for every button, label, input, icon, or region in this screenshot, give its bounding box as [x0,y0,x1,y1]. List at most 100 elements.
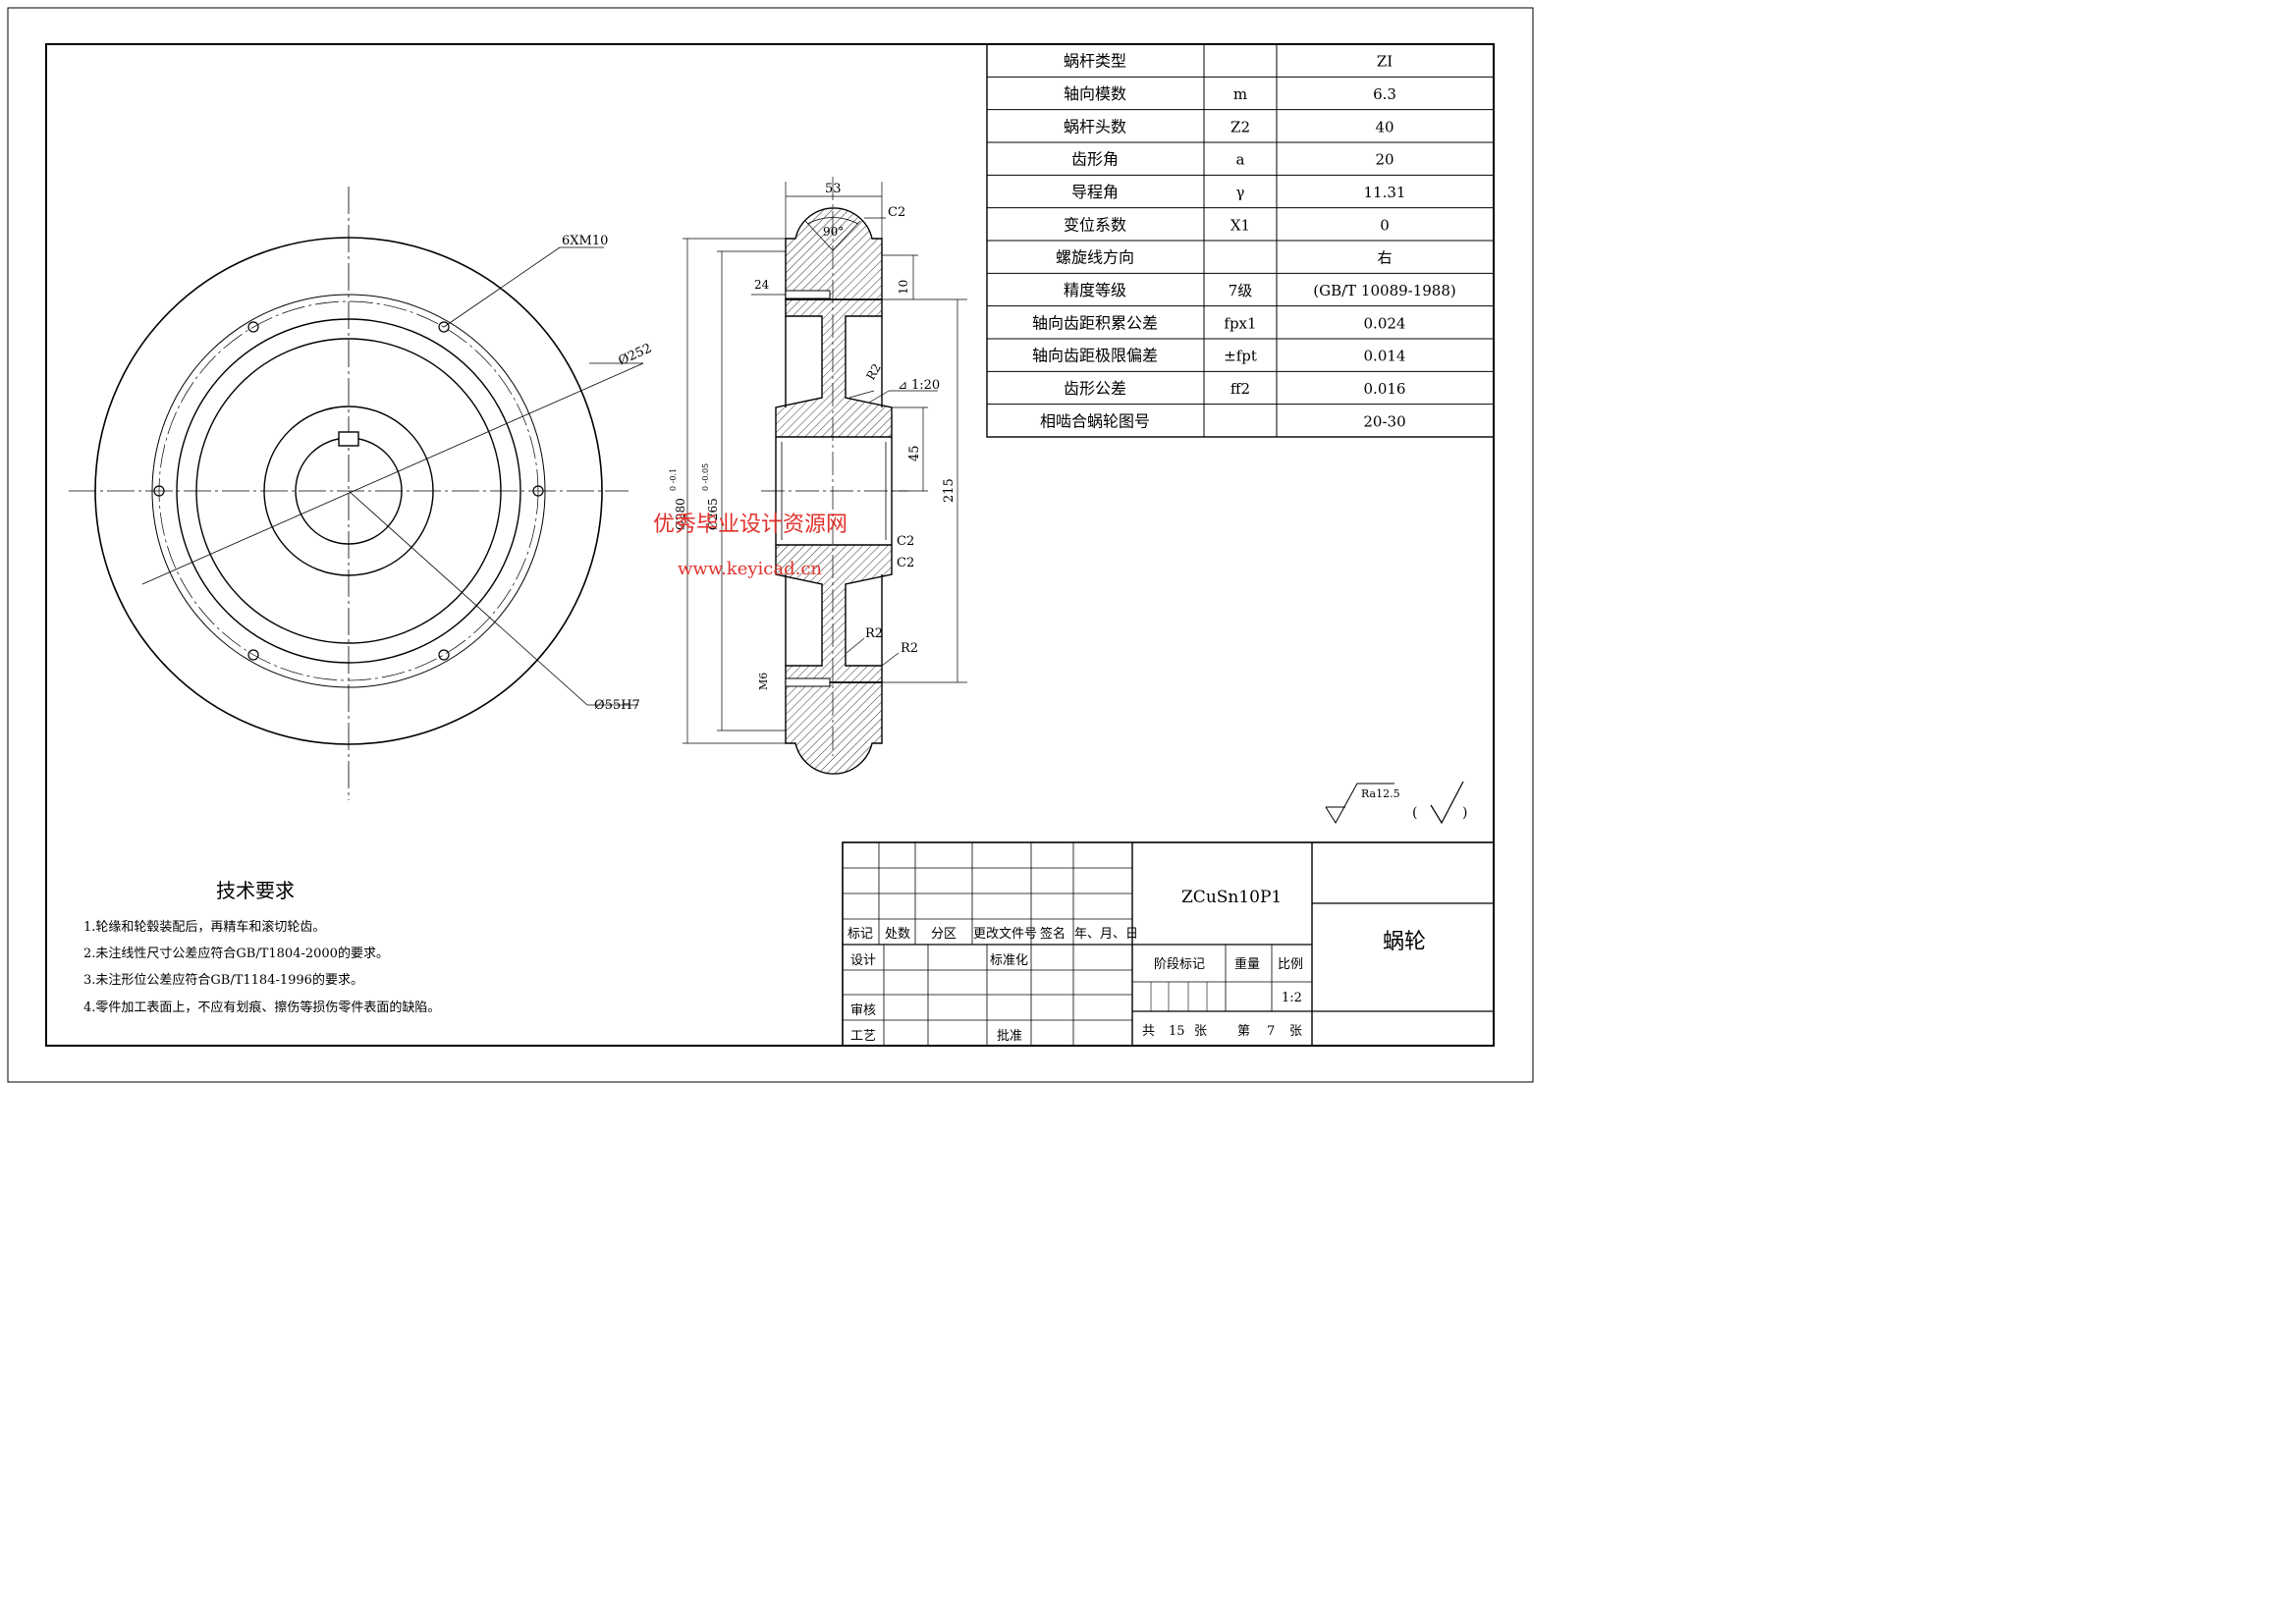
set-screw-bottom [785,677,831,687]
param-name: 齿形公差 [1064,379,1126,398]
param-value: 0.014 [1364,348,1406,365]
tech-req-item: 4.零件加工表面上，不应有划痕、擦伤等损伤零件表面的缺陷。 [83,1000,440,1015]
radius-r2c: R2 [901,641,918,656]
angle-arc [806,217,859,225]
thread-m6: M6 [757,673,770,690]
param-symbol: 7级 [1229,282,1253,299]
set-screw-top [785,290,831,299]
bolt-circle [158,300,539,681]
watermark-line1: 优秀毕业设计资源网 [653,513,847,537]
r2-leader [848,390,875,399]
dim-45: 45 [907,445,922,461]
param-name: 蜗杆头数 [1064,117,1126,135]
rim-circle [176,318,521,664]
dia-280: Ø280 [674,498,687,530]
roughness-symbol [1325,783,1394,824]
tb-fenqu: 分区 [931,927,957,942]
param-value: 0.016 [1364,380,1406,398]
param-value: 20 [1375,151,1394,169]
thread-label: 6XM10 [562,234,608,248]
bolt-hole [438,321,450,333]
rim-bottom-section [785,681,883,775]
chamfer-top: C2 [888,205,905,220]
param-value: 40 [1375,118,1394,135]
surface-finish [1325,781,1464,825]
front-view [69,187,644,800]
tb-biaoji: 标记 [847,927,873,942]
thread-leader [443,246,561,328]
tech-req-item: 3.未注形位公差应符合GB/T1184-1996的要求。 [83,972,363,988]
dim-215: 215 [942,478,957,503]
r2-leader [846,637,865,654]
tb-process: 工艺 [850,1029,876,1044]
param-name: 轴向模数 [1064,84,1126,103]
param-value: ZI [1377,53,1393,71]
param-name: 轴向齿距极限偏差 [1032,347,1158,365]
param-symbol: m [1233,85,1247,103]
title-block [842,841,1495,1047]
param-symbol: X1 [1230,216,1250,234]
web-circle [195,338,502,644]
throat-circle [151,294,546,688]
bolt-hole [532,485,544,497]
tb-sheets-label: 张 [1194,1024,1207,1039]
chamfer-c2a: C2 [897,534,914,549]
tb-total-label: 共 [1142,1024,1155,1039]
tb-genggai: 更改文件号 [973,927,1037,942]
param-symbol: fpx1 [1224,314,1256,332]
param-row-lines [987,76,1494,406]
tb-total: 15 [1169,1024,1185,1039]
bolt-hole [247,321,259,333]
check-symbol [1430,781,1464,825]
param-name: 导程角 [1071,183,1119,201]
tb-date: 年、月、日 [1074,927,1138,942]
tb-page-unit: 张 [1289,1024,1302,1039]
section-view [683,177,967,775]
dim-angle: 90° [823,225,844,239]
param-name: 蜗杆类型 [1064,52,1126,71]
roughness-value: Ra12.5 [1361,787,1400,800]
bore-leader [348,490,588,706]
param-value: 0 [1380,216,1390,234]
radius-r2a: R2 [863,361,883,382]
tb-approve: 批准 [997,1029,1022,1044]
material: ZCuSn10P1 [1181,888,1282,907]
param-symbol: ±fpt [1224,348,1257,365]
dia252-leader [141,362,644,585]
dim-10: 10 [897,280,910,295]
tb-qianming: 签名 [1040,926,1066,942]
tb-design: 设计 [850,953,876,968]
param-symbol: γ [1236,184,1245,201]
tb-standard: 标准化 [990,953,1028,968]
drawing-sheet: 6XM10 Ø252 Ø55H7 [7,7,1534,1083]
dia-280-tol: 0 -0.1 [669,468,678,491]
tb-review: 审核 [850,1003,876,1018]
angle-line [832,220,861,251]
tech-req-item: 1.轮缘和轮毂装配后，再精车和滚切轮齿。 [83,919,325,935]
param-symbol: Z2 [1230,118,1250,135]
param-value: 6.3 [1373,85,1396,103]
rim-top-section [785,207,883,300]
dia-265-tol: 0 -0.05 [701,463,710,491]
r2-leader [881,652,900,667]
tb-stage: 阶段标记 [1154,957,1205,972]
parameter-table [986,43,1495,438]
bolt-hole [247,649,259,661]
taper-symbol: ⊿ [898,378,907,392]
tb-weight: 重量 [1234,956,1260,972]
param-symbol: a [1236,151,1245,169]
keyway [338,431,359,447]
param-name: 变位系数 [1064,215,1126,234]
tb-chushu: 处数 [885,927,910,942]
param-name: 精度等级 [1064,281,1126,299]
part-name: 蜗轮 [1383,930,1426,954]
param-name: 轴向齿距积累公差 [1032,313,1158,332]
tb-scale: 1:2 [1282,991,1302,1005]
bolt-hole [438,649,450,661]
inner-frame [45,43,1495,1047]
angle-line [804,220,834,251]
tech-req-title: 技术要求 [216,879,295,902]
outer-dia-label: Ø252 [617,342,655,369]
paren-open: ( [1412,805,1417,821]
